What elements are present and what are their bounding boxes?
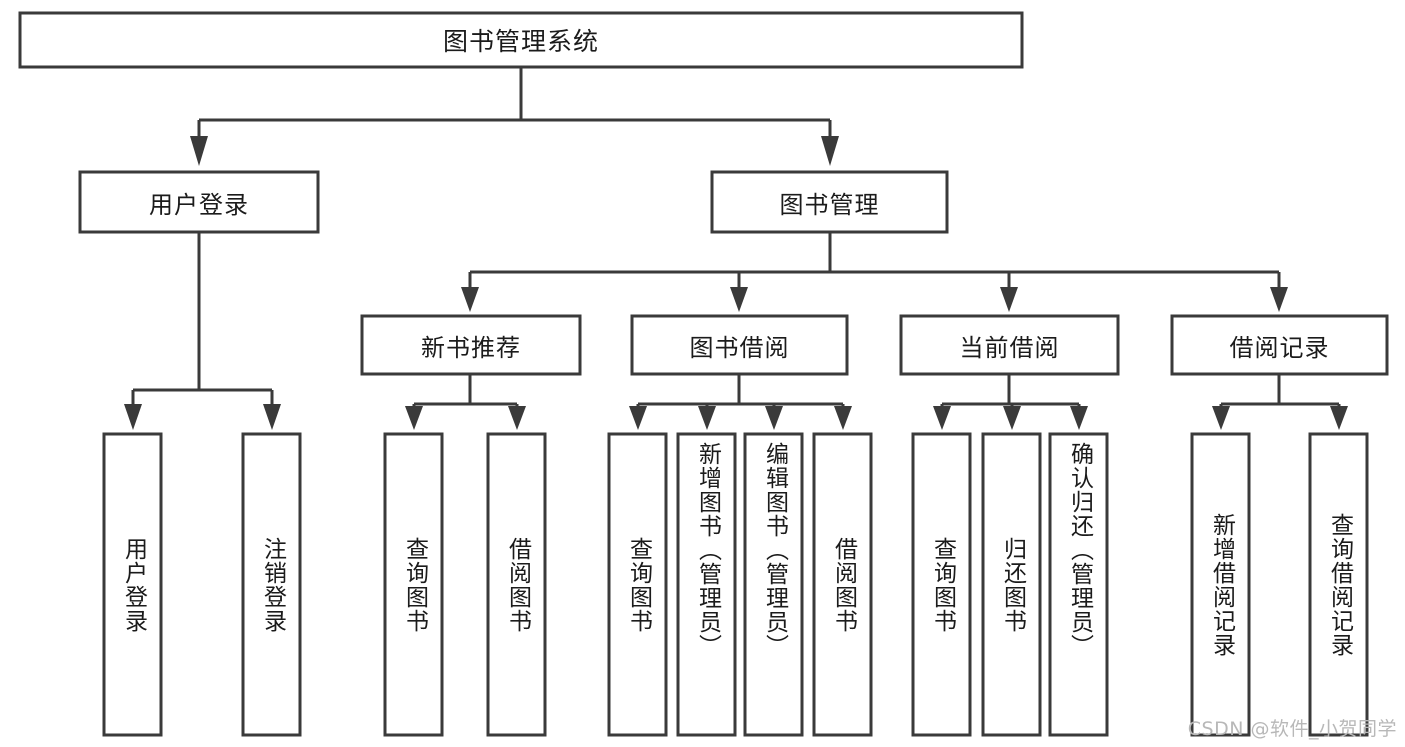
node-root[interactable] [18, 11, 1024, 69]
arrow-head-book-borrow [730, 287, 748, 312]
arrow-head-leaf-query-book-3 [933, 406, 951, 430]
leaf-box-add-record[interactable] [1190, 432, 1251, 737]
arrow-head-leaf-borrow-book-1 [508, 406, 526, 430]
arrow-head-new-book-rec [461, 287, 479, 312]
arrow-head-leaf-query-record [1330, 406, 1348, 430]
leaf-box-edit-book[interactable] [743, 432, 804, 737]
node-book-manage-box[interactable] [710, 170, 949, 234]
arrow-head-leaf-confirm-return [1070, 406, 1088, 430]
node-current-borrow-box[interactable] [899, 314, 1120, 376]
leaf-box-return-book[interactable] [981, 432, 1042, 737]
leaf-box-query-record[interactable] [1308, 432, 1369, 737]
node-book-borrow-box[interactable] [630, 314, 849, 376]
leaf-box-borrow-book-1[interactable] [486, 432, 547, 737]
leaf-box-add-book[interactable] [676, 432, 737, 737]
leaf-box-user-login[interactable] [102, 432, 163, 737]
arrow-head-leaf-borrow-book-2 [834, 406, 852, 430]
arrow-head-current-borrow [1000, 287, 1018, 312]
leaf-box-query-book-2[interactable] [607, 432, 668, 737]
root-box[interactable] [18, 11, 1024, 69]
arrow-head-leaf-add-book [698, 406, 716, 430]
node-user-login-box[interactable] [78, 170, 320, 234]
node-new-book-rec-box[interactable] [360, 314, 582, 376]
leaf-box-query-book-1[interactable] [383, 432, 444, 737]
arrow-head-book-manage [821, 136, 839, 166]
arrow-head-leaf-user-login [124, 404, 142, 430]
leaf-box-borrow-book-2[interactable] [812, 432, 873, 737]
leaf-box-query-book-3[interactable] [911, 432, 972, 737]
arrow-head-leaf-query-book-1 [405, 406, 423, 430]
arrow-head-leaf-add-record [1212, 406, 1230, 430]
leaf-box-confirm-return[interactable] [1048, 432, 1109, 737]
arrow-head-leaf-return-book [1003, 406, 1021, 430]
leaf-box-logout[interactable] [241, 432, 302, 737]
arrow-head-user-login [190, 136, 208, 166]
arrow-head-leaf-edit-book [765, 406, 783, 430]
csdn-watermark: CSDN @软件_小贺同学 [1187, 718, 1397, 740]
arrow-head-borrow-record [1270, 287, 1288, 312]
arrow-head-leaf-logout [263, 404, 281, 430]
node-borrow-record-box[interactable] [1170, 314, 1389, 376]
arrow-head-leaf-query-book-2 [629, 406, 647, 430]
